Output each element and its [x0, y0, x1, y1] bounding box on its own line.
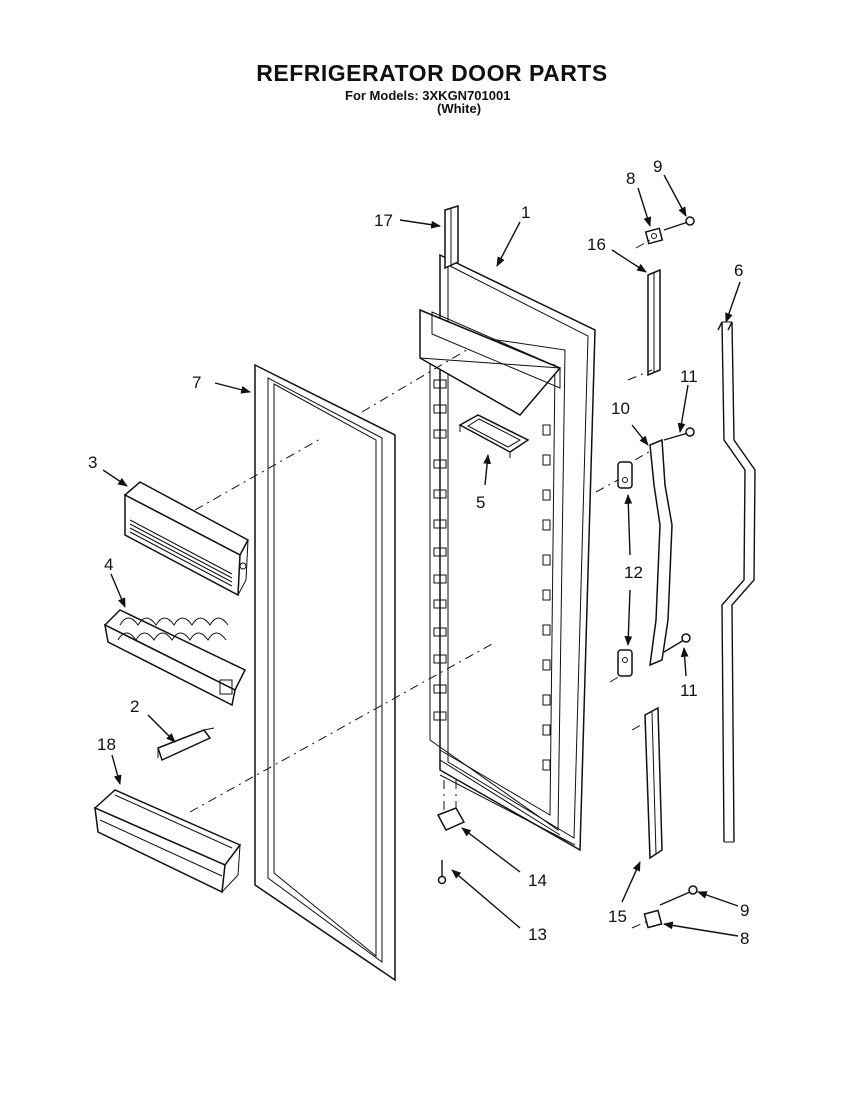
part-16-trim	[647, 268, 661, 377]
callout-7: 7	[192, 373, 201, 392]
part-17-strip	[444, 204, 459, 270]
part-2-clip	[157, 727, 215, 762]
callout-4: 4	[104, 555, 113, 574]
callout-1: 1	[521, 203, 530, 222]
callout-6: 6	[734, 261, 743, 280]
callout-9-bottom: 9	[740, 901, 749, 920]
callout-8-bottom: 8	[740, 929, 749, 948]
callout-5: 5	[476, 493, 485, 512]
callout-3: 3	[88, 453, 97, 472]
part-1-door-liner	[419, 253, 596, 852]
part-14-bracket	[436, 780, 466, 831]
part-5-tray	[458, 414, 530, 458]
part-6-strip	[717, 321, 756, 843]
callout-11-top: 11	[680, 367, 698, 386]
diagram-title: REFRIGERATOR DOOR PARTS	[256, 60, 608, 86]
part-12-cap-top	[617, 461, 633, 489]
part-12-cap-bottom	[617, 649, 633, 677]
callout-16: 16	[587, 235, 606, 254]
callout-17: 17	[374, 211, 393, 230]
part-18-door-bin	[93, 789, 242, 894]
part-15-trim	[644, 706, 663, 860]
part-10-handle	[649, 438, 673, 667]
part-7-gasket	[254, 363, 396, 982]
part-11-screw-bottom	[663, 633, 691, 653]
callout-15: 15	[608, 907, 627, 926]
part-4-egg-bin	[103, 609, 247, 707]
color-line: (White)	[437, 101, 482, 116]
leader-arrows	[102, 174, 741, 937]
models-line: For Models: 3XKGN701001	[345, 88, 511, 103]
part-13-screw	[437, 860, 447, 885]
part-3-dairy-door	[123, 481, 250, 597]
callout-11-bottom: 11	[680, 681, 698, 700]
callout-9-top: 9	[653, 157, 662, 176]
assembly-lines	[189, 239, 653, 929]
part-8-hinge-top	[644, 227, 664, 245]
callout-8-top: 8	[626, 169, 635, 188]
callout-12: 12	[624, 563, 643, 582]
part-9-screw-bottom	[659, 885, 698, 906]
callout-10: 10	[611, 399, 630, 418]
callout-18: 18	[97, 735, 116, 754]
part-8-hinge-bottom	[643, 909, 663, 929]
callout-13: 13	[528, 925, 547, 944]
part-9-screw-top	[663, 216, 695, 231]
callout-2: 2	[130, 697, 139, 716]
part-11-screw-top	[663, 427, 695, 441]
callout-14: 14	[528, 871, 547, 890]
